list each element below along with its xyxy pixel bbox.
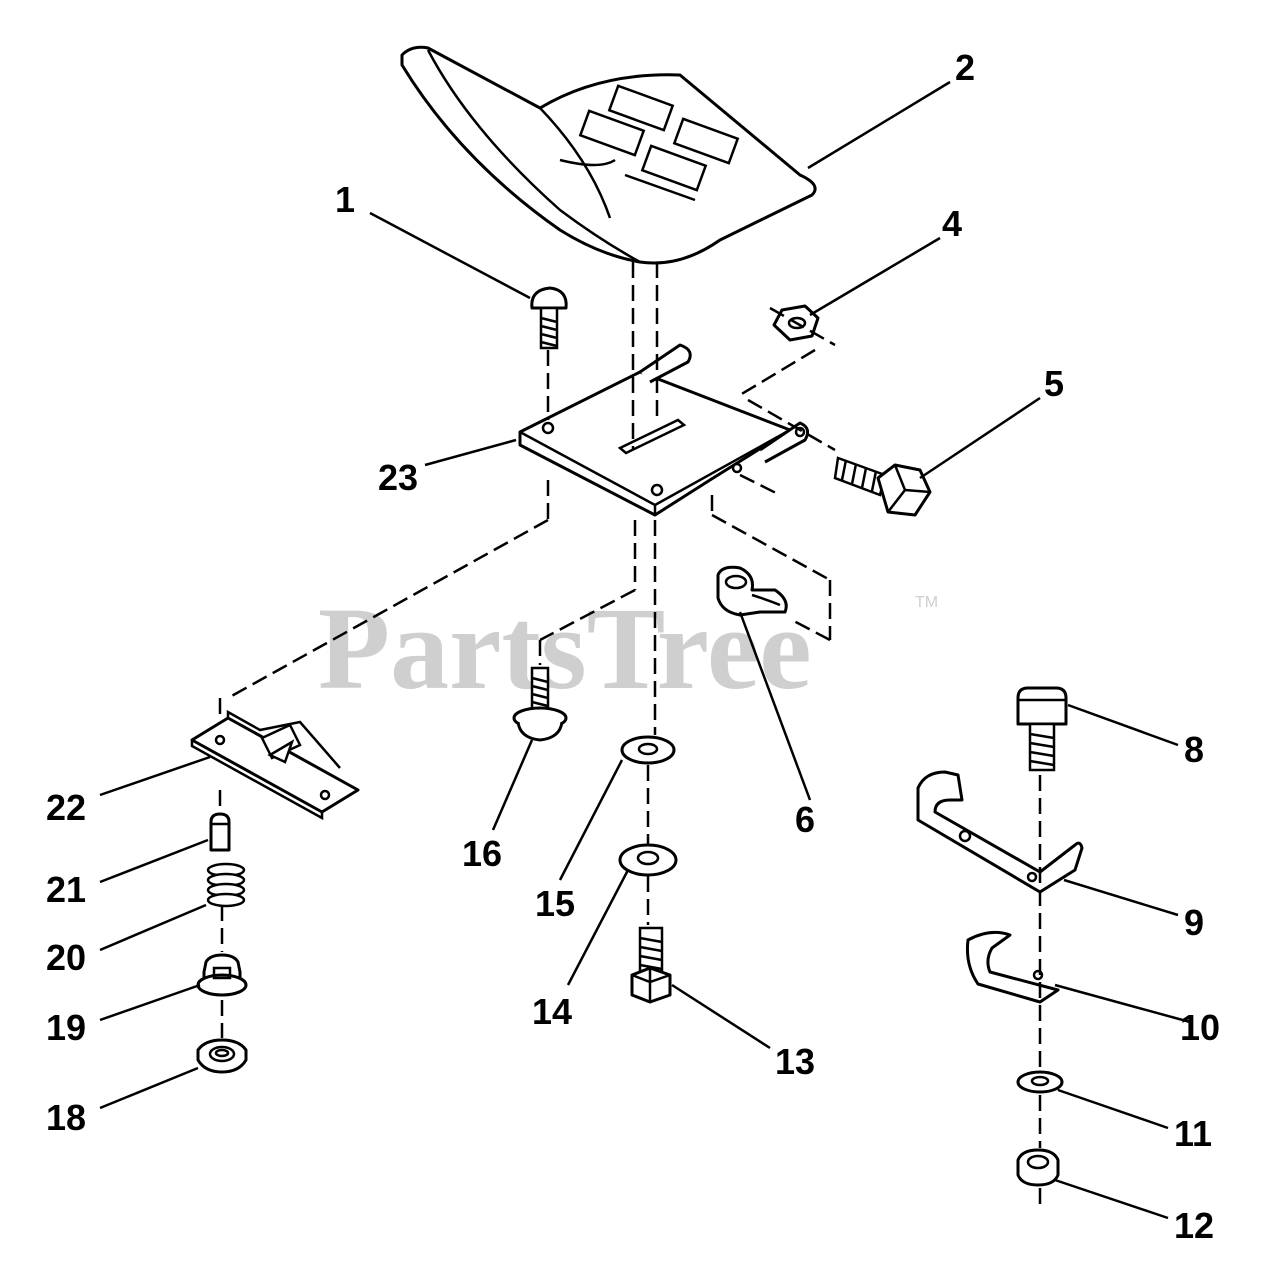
label-part-12: 12 <box>1174 1205 1214 1246</box>
leader-lines <box>99 80 1191 1220</box>
label-part-16: 16 <box>462 833 502 874</box>
nut-part-19[interactable] <box>196 953 248 997</box>
bracket-part-9[interactable] <box>916 770 1084 894</box>
spring-part-20[interactable] <box>206 862 246 908</box>
label-part-14: 14 <box>532 991 572 1032</box>
label-part-18: 18 <box>46 1097 86 1138</box>
seat-bracket-part-23[interactable] <box>518 343 810 517</box>
label-part-2: 2 <box>955 47 975 88</box>
label-part-21: 21 <box>46 869 86 910</box>
label-part-6: 6 <box>795 799 815 840</box>
bolt-part-13[interactable] <box>630 926 672 1004</box>
watermark-trademark: TM <box>915 594 938 611</box>
nut-part-12[interactable] <box>1016 1148 1060 1187</box>
label-part-19: 19 <box>46 1007 86 1048</box>
washer-part-15[interactable] <box>620 735 676 765</box>
plate-part-22[interactable] <box>190 709 360 821</box>
nut-part-18[interactable] <box>196 1038 248 1074</box>
assembly-dashed-lines <box>218 262 1042 1210</box>
pin-part-21[interactable] <box>209 812 231 852</box>
label-part-5: 5 <box>1044 363 1064 404</box>
plate-part-10[interactable] <box>966 930 1060 1004</box>
bolt-part-5[interactable] <box>833 456 932 517</box>
label-part-15: 15 <box>535 883 575 924</box>
label-part-22: 22 <box>46 787 86 828</box>
seat-part-2[interactable] <box>400 45 817 265</box>
label-part-10: 10 <box>1180 1007 1220 1048</box>
label-part-20: 20 <box>46 937 86 978</box>
washer-part-14[interactable] <box>618 843 678 877</box>
screw-part-16[interactable] <box>512 666 568 742</box>
washer-part-11[interactable] <box>1016 1070 1064 1094</box>
bolt-part-8[interactable] <box>1016 686 1068 772</box>
label-part-8: 8 <box>1184 729 1204 770</box>
label-part-9: 9 <box>1184 902 1204 943</box>
clip-part-6[interactable] <box>716 565 788 617</box>
label-part-13: 13 <box>775 1041 815 1082</box>
label-part-23: 23 <box>378 457 418 498</box>
label-part-1: 1 <box>335 179 355 220</box>
bolt-part-1[interactable] <box>530 286 568 350</box>
label-part-4: 4 <box>942 203 962 244</box>
label-part-11: 11 <box>1174 1113 1212 1154</box>
